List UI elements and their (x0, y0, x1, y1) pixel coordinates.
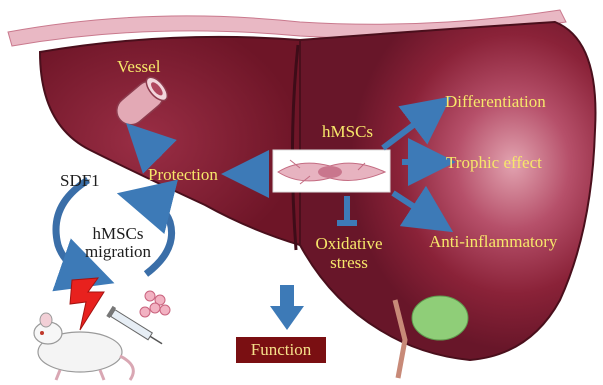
injected-cells-icon (140, 291, 170, 317)
label-hmscs: hMSCs (322, 123, 373, 140)
label-differentiation: Differentiation (445, 93, 546, 110)
label-hmscs-migration: hMSCs migration (78, 225, 158, 261)
label-oxidative-line1: Oxidative (314, 234, 384, 253)
liver-left-lobe (40, 37, 300, 245)
label-migration-line1: hMSCs (78, 225, 158, 243)
function-box: Function (236, 337, 326, 363)
label-function: Function (251, 340, 311, 360)
label-trophic-effect: Trophic effect (446, 154, 542, 171)
gallbladder (412, 296, 468, 340)
lightning-icon (70, 278, 104, 330)
label-migration-line2: migration (78, 243, 158, 261)
label-oxidative-line2: stress (314, 253, 384, 272)
label-protection: Protection (148, 166, 218, 183)
label-anti-inflammatory: Anti-inflammatory (429, 233, 557, 250)
label-oxidative-stress: Oxidative stress (314, 234, 384, 272)
label-sdf1: SDF1 (60, 172, 100, 189)
label-vessel: Vessel (117, 58, 160, 75)
down-arrow-to-function (270, 285, 304, 330)
